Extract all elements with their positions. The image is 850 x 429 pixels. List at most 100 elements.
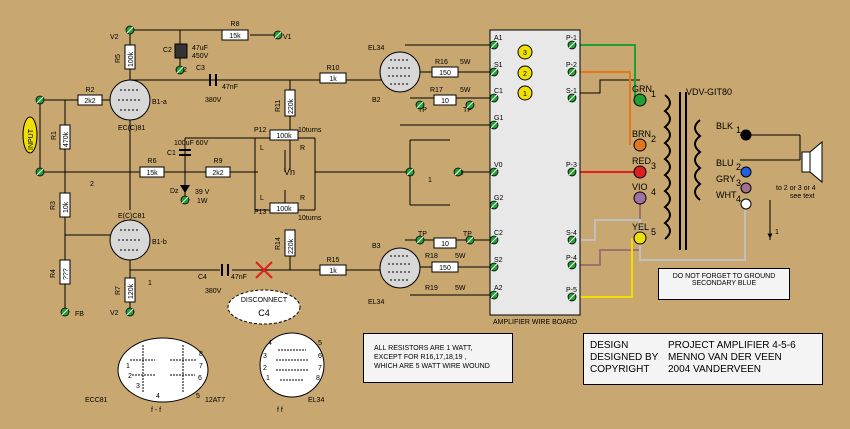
r19-value: 150 [439,265,451,272]
secondary-tap-label: GRY [716,174,735,184]
board-right-pin-label: P-5 [566,287,577,294]
r6-value: 15k [146,170,158,177]
ecc81-pin-number: 2 [128,373,132,380]
tube-b1b: B1-b E(C)C81 [109,213,167,261]
designer-label: DESIGNED BY [590,352,659,363]
disconnect-text: DISCONNECT [241,297,288,304]
c3-label: C3 [196,65,205,72]
c4-value: 47nF [231,274,247,281]
primary-tap-label: YEL [632,222,649,232]
r19-label: R19 [425,285,438,292]
r17-watt: 5W [460,87,471,94]
designer-row: DESIGNED BY MENNO VAN DER VEEN [590,352,822,364]
vn-label: Vn [284,167,295,177]
primary-tap-num: 4 [651,187,656,197]
board-left-pin-label: G1 [494,115,503,122]
cut-mark-icon [255,261,273,279]
p12-r: R [300,145,305,152]
secondary-tap-label: BLU [716,158,734,168]
r5-body [124,44,136,70]
el34-pin-number: 5 [318,340,322,347]
board-left-pin-label: S1 [494,62,503,69]
r5-label: R5 [115,54,122,63]
board-left-pin-label: A1 [494,35,503,42]
designer-value: MENNO VAN DER VEEN [668,352,782,363]
resistor-bodies [59,29,459,303]
terminal-node-slot [406,168,414,176]
tube-b1a: B1-a EC(C)81 [109,79,167,132]
ground-note-line2: SECONDARY BLUE [691,280,757,287]
secondary-tap-label: BLK [716,121,733,131]
board-right-pin-node-slot [568,68,576,76]
secondary-tap-gry [740,182,752,194]
secondary-coil [694,119,702,201]
terminal-node-slot [36,96,44,104]
ecc81-pinout: ECC81 12AT7 f - f [85,337,225,414]
board-left-pin-node-slot [490,236,498,244]
tp-1: TP [418,107,427,114]
terminal-node-slot [416,236,424,244]
p12-body [269,129,299,141]
ecc81-pin-number: 1 [126,363,130,370]
r3-label: R3 [50,201,57,210]
b2-label: B2 [372,97,381,104]
primary-tap-label: VIO [632,182,648,192]
board-left-pin-label: C1 [494,88,503,95]
r11-label: R11 [275,100,282,112]
ecc81-pin-number: 6 [198,375,202,382]
primary-tap-label: GRN [632,84,652,94]
r7-value: 120k [128,283,135,299]
jumper-2[interactable] [517,65,533,81]
c4-label: C4 [198,274,207,281]
r10-body [319,72,347,84]
ecc81-pin-number: 7 [199,363,203,370]
primary-tap-grn [633,93,647,107]
r15-value: 1k [329,268,337,275]
r18-label: R18 [425,253,438,260]
p12-l: L [260,145,264,152]
ecc81-pin-number: 8 [199,351,203,358]
jumper-1[interactable] [517,85,533,101]
secondary-tap-num: 2 [736,162,741,172]
fb-label: FB [75,311,84,318]
ecc81-pin-number: 3 [136,383,140,390]
r17-value: 10 [441,98,449,105]
board-right-pin-label: S-4 [566,230,577,237]
primary-tap-num: 1 [651,89,656,99]
resistor-note-line1: ALL RESISTORS ARE 1 WATT, [374,345,473,352]
board-right-pin-label: S-1 [566,88,577,95]
r4-label: R4 [50,269,57,278]
board-left-pin-node-slot [490,121,498,129]
jumper-3-label: 3 [523,50,527,57]
r11-body [284,89,296,117]
p13-body [269,202,299,214]
c2-label: C2 [163,47,172,54]
speaker-note-2: see text [790,193,815,200]
terminal-node-slot [61,308,69,316]
v1-label: V1 [283,34,292,41]
terminal-node-slot [454,168,462,176]
r1-label: R1 [51,131,58,140]
board-right-pin-node-slot [568,94,576,102]
jumper-3[interactable] [517,44,533,60]
ground-note: DO NOT FORGET TO GROUND SECONDARY BLUE [658,268,790,300]
primary-tap-brn [633,138,647,152]
r4-body [59,259,71,285]
terminal-node-slot [416,101,424,109]
capacitor-plates [179,74,229,276]
r4-value: ??? [63,268,70,280]
dz-val2: 1W [197,198,208,205]
terminal-node-slot [126,26,134,34]
terminal-node-slot [274,31,282,39]
r8-body [221,29,249,41]
dz-label: Dz [170,188,179,195]
primary-tap-num: 2 [651,134,656,144]
r15-label: R15 [327,257,340,264]
secondary-tap-num: 3 [736,178,741,188]
r10-value: 1k [329,76,337,83]
disconnect-c4: C4 [258,308,270,318]
